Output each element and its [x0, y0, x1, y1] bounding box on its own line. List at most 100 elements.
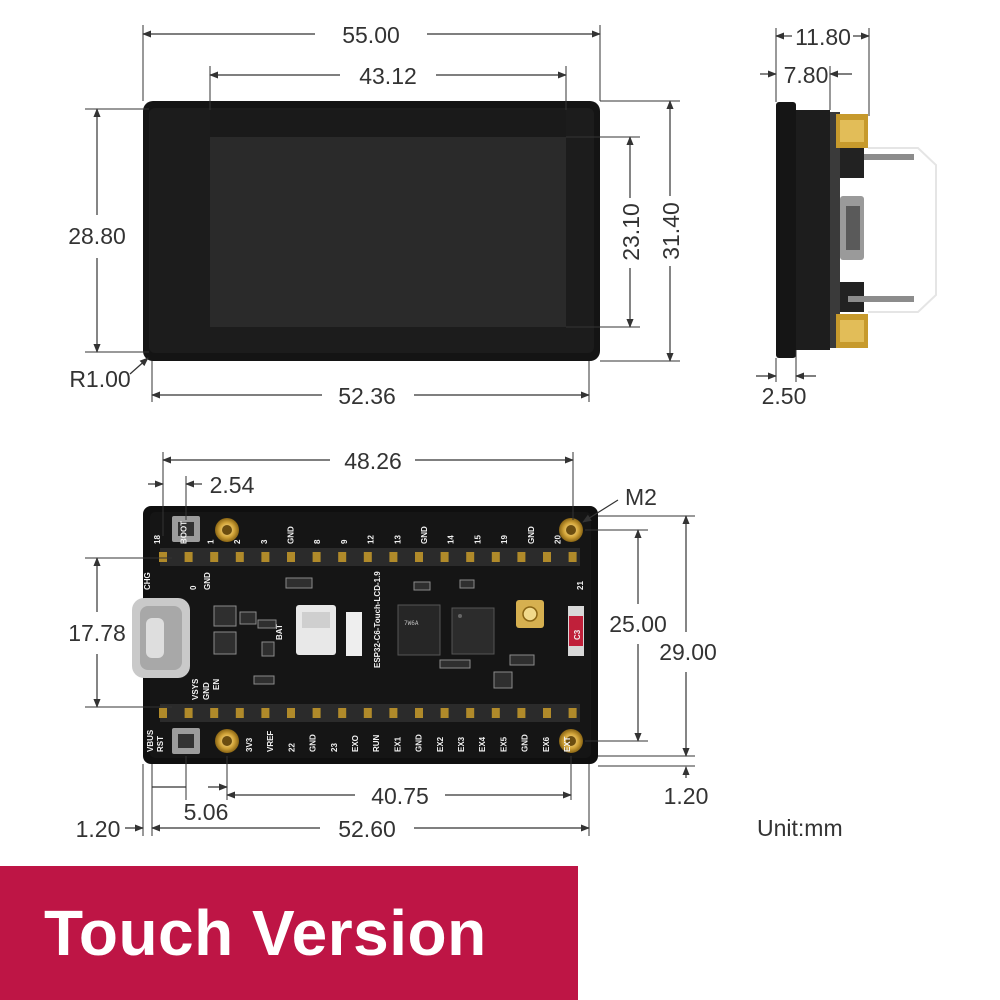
dim-width-outer-label: 55.00: [342, 22, 400, 48]
bottom-pin-label: EX5: [499, 736, 508, 752]
ic-chip-small: [397, 604, 441, 656]
dim-board-height: 29.00: [659, 515, 717, 757]
pin-pad: [184, 708, 193, 718]
side-pcb: [796, 110, 830, 350]
pin-pad: [261, 708, 270, 718]
dim-mount-hole-label: M2: [625, 484, 657, 510]
dim-height-screen: 23.10: [618, 136, 644, 328]
pin-pad: [440, 552, 449, 562]
top-pin-label: GND: [287, 526, 296, 544]
bottom-pin-pads: [159, 708, 577, 718]
dim-width-inner-label: 52.36: [338, 383, 396, 409]
bottom-pin-label: EX3: [457, 736, 466, 752]
bottom-pin-label: GND: [521, 734, 530, 752]
side-pin-top: [848, 154, 914, 160]
dim-corner-radius: R1.00: [69, 357, 149, 392]
bottom-pin-label: EX6: [542, 736, 551, 752]
top-pin-label-row2: CHG: [143, 572, 152, 590]
esp32-chip: [451, 607, 495, 655]
top-pin-label: 19: [500, 535, 509, 544]
dim-hole-spacing-h: 40.75: [226, 783, 572, 809]
dim-height-inner-label: 28.80: [68, 223, 126, 249]
dim-width-screen: 43.12: [209, 63, 567, 89]
pin-pad: [287, 708, 295, 718]
banner-title: Touch Version: [44, 897, 487, 969]
pin-pad: [184, 552, 193, 562]
dim-height-outer-label: 31.40: [658, 202, 684, 260]
top-pin-label: 1: [206, 539, 215, 544]
top-pin-label: BOOT: [180, 521, 189, 544]
smd-part: [285, 577, 313, 589]
side-pin-label: VSYS: [191, 678, 200, 700]
smd-components: [213, 577, 535, 689]
pin-pad: [261, 552, 270, 562]
top-pin-label: 20: [554, 535, 563, 544]
pin-pad: [287, 552, 295, 562]
dim-side-span: 17.78: [68, 557, 126, 708]
smd-part: [257, 619, 277, 629]
top-pin-label: 15: [473, 535, 482, 544]
top-pin-label-row2: 21: [576, 581, 585, 590]
bottom-pin-label: VREF: [266, 731, 275, 752]
bottom-pin-label: GND: [309, 734, 318, 752]
dim-depth-pins: 7.80: [760, 62, 852, 88]
dim-pin-pitch-label: 2.54: [210, 472, 255, 498]
dim-depth-panel-label: 2.50: [762, 383, 807, 409]
pin-pad: [159, 708, 167, 718]
board-silkscreen: ESP32-C6-Touch-LCD-1.9: [373, 571, 382, 668]
smd-part: [213, 631, 237, 655]
dim-hole-spacing-h-label: 40.75: [371, 783, 429, 809]
unit-label: Unit:mm: [757, 815, 843, 841]
battery-label: BAT: [275, 624, 284, 640]
top-pin-label: 8: [313, 539, 322, 544]
dim-height-inner: 28.80: [68, 108, 126, 353]
dim-depth-pins-label: 7.80: [784, 62, 829, 88]
pin-pad: [210, 552, 219, 562]
pin-pad: [210, 708, 219, 718]
pin-pad: [568, 552, 577, 562]
smd-part: [213, 605, 237, 627]
dim-width-screen-label: 43.12: [359, 63, 417, 89]
top-pin-label: 18: [153, 535, 162, 544]
smd-part: [509, 654, 535, 666]
smd-part: [261, 641, 275, 657]
svg-text:7W6A: 7W6A: [404, 620, 419, 627]
dim-depth-panel: 2.50: [756, 372, 816, 409]
bottom-pin-label: 3V3: [245, 737, 254, 752]
dim-edge-offset-right: 1.20: [664, 766, 709, 809]
dim-width-outer: 55.00: [142, 22, 601, 48]
bottom-pin-label: 23: [330, 743, 339, 752]
top-pin-label: 9: [340, 539, 349, 544]
dim-height-screen-label: 23.10: [618, 203, 644, 261]
top-view: 55.00 43.12 28.80 23.10 31.40: [68, 22, 684, 409]
pin-pad: [389, 552, 398, 562]
smd-part: [413, 581, 431, 591]
smd-part: [493, 671, 513, 689]
pin-pad: [312, 708, 321, 718]
top-pin-label: 12: [367, 535, 376, 544]
side-pin-bottom: [848, 296, 914, 302]
pin-pad: [338, 552, 347, 562]
top-pin-label: GND: [527, 526, 536, 544]
bottom-pin-label: EXT: [563, 736, 572, 752]
dim-height-outer: 31.40: [658, 100, 684, 362]
pin-pad: [543, 552, 551, 562]
pin-pad: [389, 708, 398, 718]
bottom-pin-label: GND: [415, 734, 424, 752]
bottom-pin-label: EX4: [478, 736, 487, 752]
side-case: [776, 102, 796, 358]
smd-part: [239, 611, 257, 625]
smd-part: [459, 579, 475, 589]
capacitor-label: C3: [573, 629, 582, 640]
dim-edge-offset-right-label: 1.20: [664, 783, 709, 809]
top-pin-label: 3: [260, 539, 269, 544]
top-pin-label: 14: [447, 535, 456, 544]
dim-pin-pitch: 2.54: [148, 472, 255, 498]
side-view: 11.80 7.80 2.50: [756, 24, 937, 409]
pin-pad: [466, 708, 475, 718]
bottom-pin-label: EXO: [351, 735, 360, 752]
